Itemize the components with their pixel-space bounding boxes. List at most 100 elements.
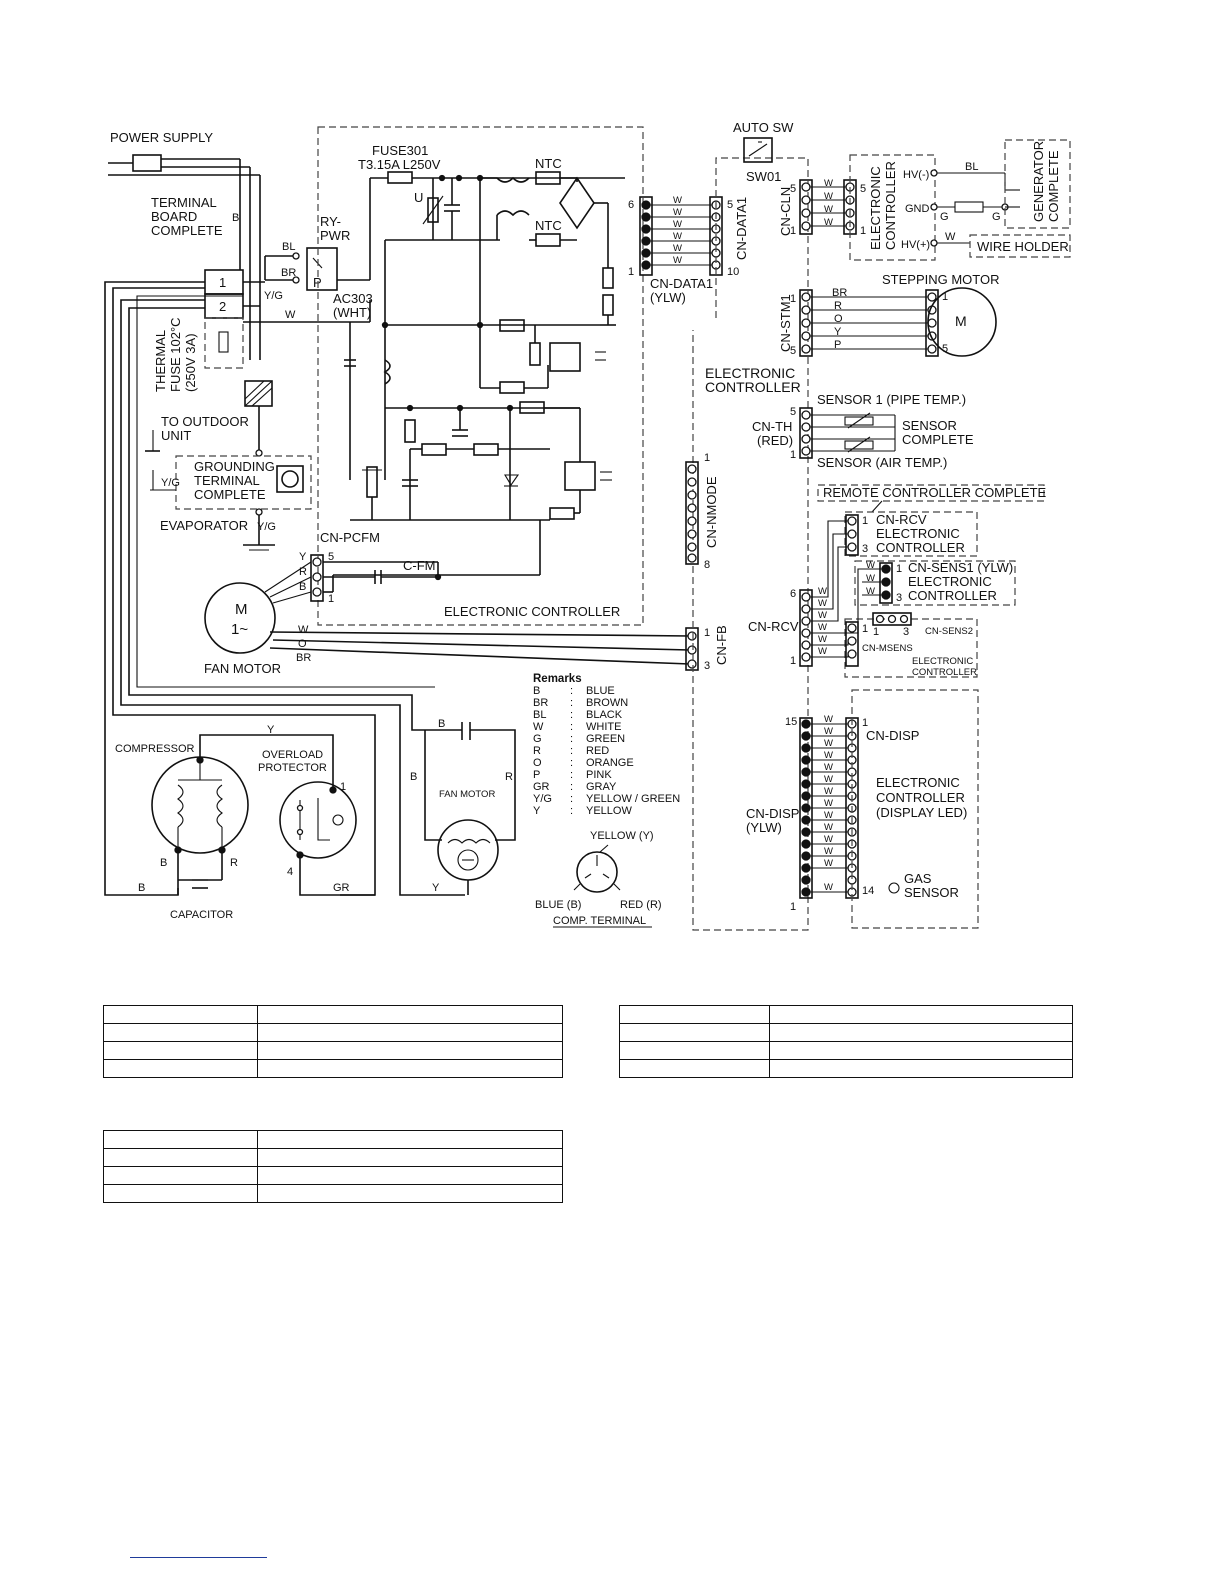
auto-switch: AUTO SW SW01 [733,120,794,184]
svg-text:STEPPING MOTOR: STEPPING MOTOR [882,272,1000,287]
svg-text:1: 1 [790,293,796,305]
svg-text:1~: 1~ [231,621,248,638]
svg-text:R: R [299,566,307,578]
svg-text:1: 1 [862,623,868,635]
svg-text:5: 5 [790,183,796,195]
svg-text:THERMAL: THERMAL [153,330,168,392]
svg-text:ELECTRONIC: ELECTRONIC [876,775,960,790]
svg-text:1: 1 [862,717,868,729]
svg-text:COMPRESSOR: COMPRESSOR [115,743,195,755]
svg-text:CN-FB: CN-FB [714,625,729,665]
svg-text:3: 3 [896,592,902,604]
svg-text:TERMINAL: TERMINAL [151,195,217,210]
svg-text:CN-SENS1 (YLW): CN-SENS1 (YLW) [908,560,1013,575]
svg-text:PWR: PWR [320,228,350,243]
svg-text:BROWN: BROWN [586,697,628,709]
svg-text:COMPLETE: COMPLETE [151,223,223,238]
svg-text:5: 5 [328,551,334,563]
svg-text:CN-RCV: CN-RCV [748,619,799,634]
svg-text:WHITE: WHITE [586,721,621,733]
svg-text:Y: Y [267,724,275,736]
svg-text:CONTROLLER: CONTROLLER [908,588,997,603]
svg-text:1: 1 [790,225,796,237]
svg-text:3: 3 [862,543,868,555]
svg-text:1: 1 [704,627,710,639]
svg-text::: : [570,769,573,781]
svg-text:CAPACITOR: CAPACITOR [170,909,233,921]
svg-text:G: G [992,211,1001,223]
svg-text:CN-SENS2: CN-SENS2 [925,626,973,637]
svg-text:W: W [824,714,833,725]
svg-text:O: O [298,638,307,650]
svg-text:1: 1 [942,291,948,303]
svg-text:5: 5 [790,406,796,418]
svg-text:W: W [824,882,833,893]
svg-text:5: 5 [790,345,796,357]
cn-disp: 15 1 CN-DISP (YLW) [746,689,979,929]
svg-text:NTC: NTC [535,218,562,233]
svg-text:RED (R): RED (R) [620,899,662,911]
fuse301: FUSE301 T3.15A L250V [358,143,625,184]
svg-text:4: 4 [287,866,293,878]
svg-text:ELECTRONIC: ELECTRONIC [876,526,960,541]
svg-text:BL: BL [282,241,295,253]
svg-text:CONTROLLER: CONTROLLER [883,161,898,250]
svg-text:W: W [818,634,827,645]
svg-text:CN-DATA1: CN-DATA1 [734,197,749,260]
svg-text:6: 6 [628,199,634,211]
svg-text:O: O [834,313,843,325]
svg-text:P: P [834,339,841,351]
svg-text:6: 6 [790,588,796,600]
svg-text:Y/G: Y/G [264,290,283,302]
svg-text:W: W [824,786,833,797]
svg-text:FUSE 102°C: FUSE 102°C [168,317,183,392]
svg-text:(RED): (RED) [757,433,793,448]
relay-ry-pwr: RY- PWR BL BR P Y/G W AC303 (WHT) [243,177,388,323]
svg-text:CONTROLLER: CONTROLLER [912,667,977,678]
svg-text:B: B [533,685,540,697]
power-supply: POWER SUPPLY [108,130,261,360]
svg-text:(WHT): (WHT) [333,305,371,320]
svg-text:CN-DISP: CN-DISP [746,806,799,821]
svg-text:Y: Y [533,805,541,817]
svg-text:1: 1 [704,452,710,464]
svg-text:YELLOW: YELLOW [586,805,632,817]
svg-text:BLUE (B): BLUE (B) [535,899,581,911]
svg-text:8: 8 [704,559,710,571]
svg-text:Remarks: Remarks [533,673,582,685]
svg-text:CONTROLLER: CONTROLLER [876,540,965,555]
svg-text:NTC: NTC [535,156,562,171]
svg-text:W: W [824,217,833,228]
svg-text:Y: Y [432,882,440,894]
svg-text:AUTO SW: AUTO SW [733,120,794,135]
svg-text:COMPLETE: COMPLETE [194,487,266,502]
svg-text:1: 1 [862,515,868,527]
svg-text:BLUE: BLUE [586,685,615,697]
fan-motor: M 1~ FAN MOTOR W O BR [204,561,691,676]
routed-wires [104,281,465,896]
svg-text:Y/G: Y/G [161,477,180,489]
svg-text:P: P [533,769,540,781]
svg-text:BLACK: BLACK [586,709,623,721]
svg-text:CONTROLLER: CONTROLLER [876,790,965,805]
svg-text:W: W [673,219,682,230]
svg-text:GR: GR [333,882,350,894]
svg-text:COMPLETE: COMPLETE [1046,150,1061,222]
main-controller-label: ELECTRONIC CONTROLLER [444,604,620,619]
svg-text::: : [570,781,573,793]
svg-text:10: 10 [727,266,739,278]
compressor: COMPRESSOR B R Y B CAPACITOR [115,724,334,921]
svg-text:(YLW): (YLW) [650,290,686,305]
stepping-motor: STEPPING MOTOR CN-STM1 1 5 BR R O Y P 1 … [778,272,1000,357]
svg-text:B: B [410,771,417,783]
svg-text:SENSOR: SENSOR [904,885,959,900]
svg-text:B: B [438,718,445,730]
svg-text:CN-PCFM: CN-PCFM [320,530,380,545]
svg-text:Y/G: Y/G [257,521,276,533]
ntc-rectifier: NTC NTC [480,156,616,326]
svg-text:(YLW): (YLW) [746,820,782,835]
cn-rcv: CN-RCV 6 1 W W W W W W [748,520,862,667]
svg-text:W: W [824,834,833,845]
cn-pcfm: CN-PCFM 5 1 Y R B C-FM [299,530,442,605]
svg-text:M: M [235,601,248,618]
